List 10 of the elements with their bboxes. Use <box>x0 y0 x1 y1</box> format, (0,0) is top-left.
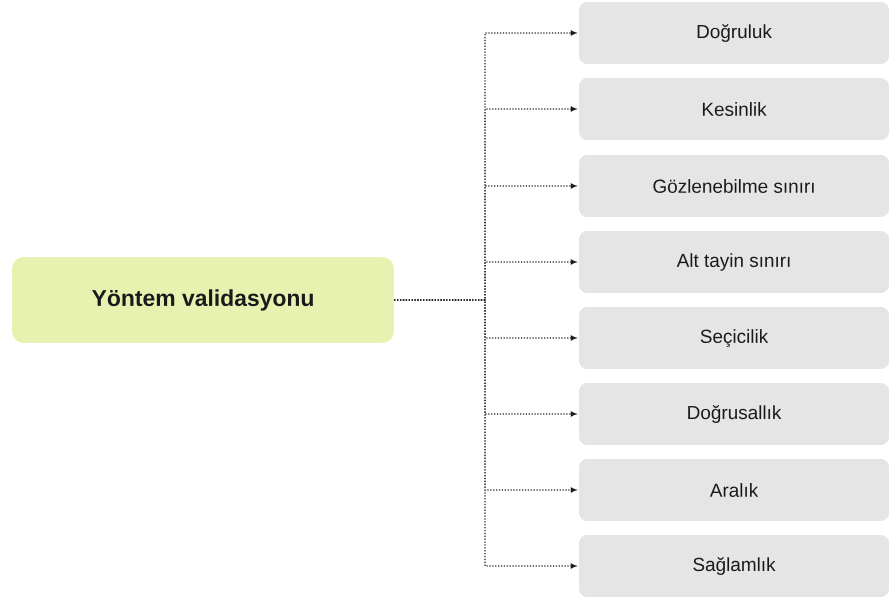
category-box: Alt tayin sınırı <box>579 230 889 293</box>
category-box: Seçicilik <box>579 306 889 369</box>
category-box: Aralık <box>579 458 889 521</box>
root-box: Yöntem validasyonu <box>12 256 394 343</box>
category-box: Kesinlik <box>579 78 889 140</box>
category-box: Gözlenebilme sınırı <box>579 154 889 217</box>
category-box: Doğrusallık <box>579 382 889 445</box>
category-box: Doğruluk <box>579 2 889 64</box>
category-box: Sağlamlık <box>579 534 889 597</box>
arrow <box>394 299 576 568</box>
